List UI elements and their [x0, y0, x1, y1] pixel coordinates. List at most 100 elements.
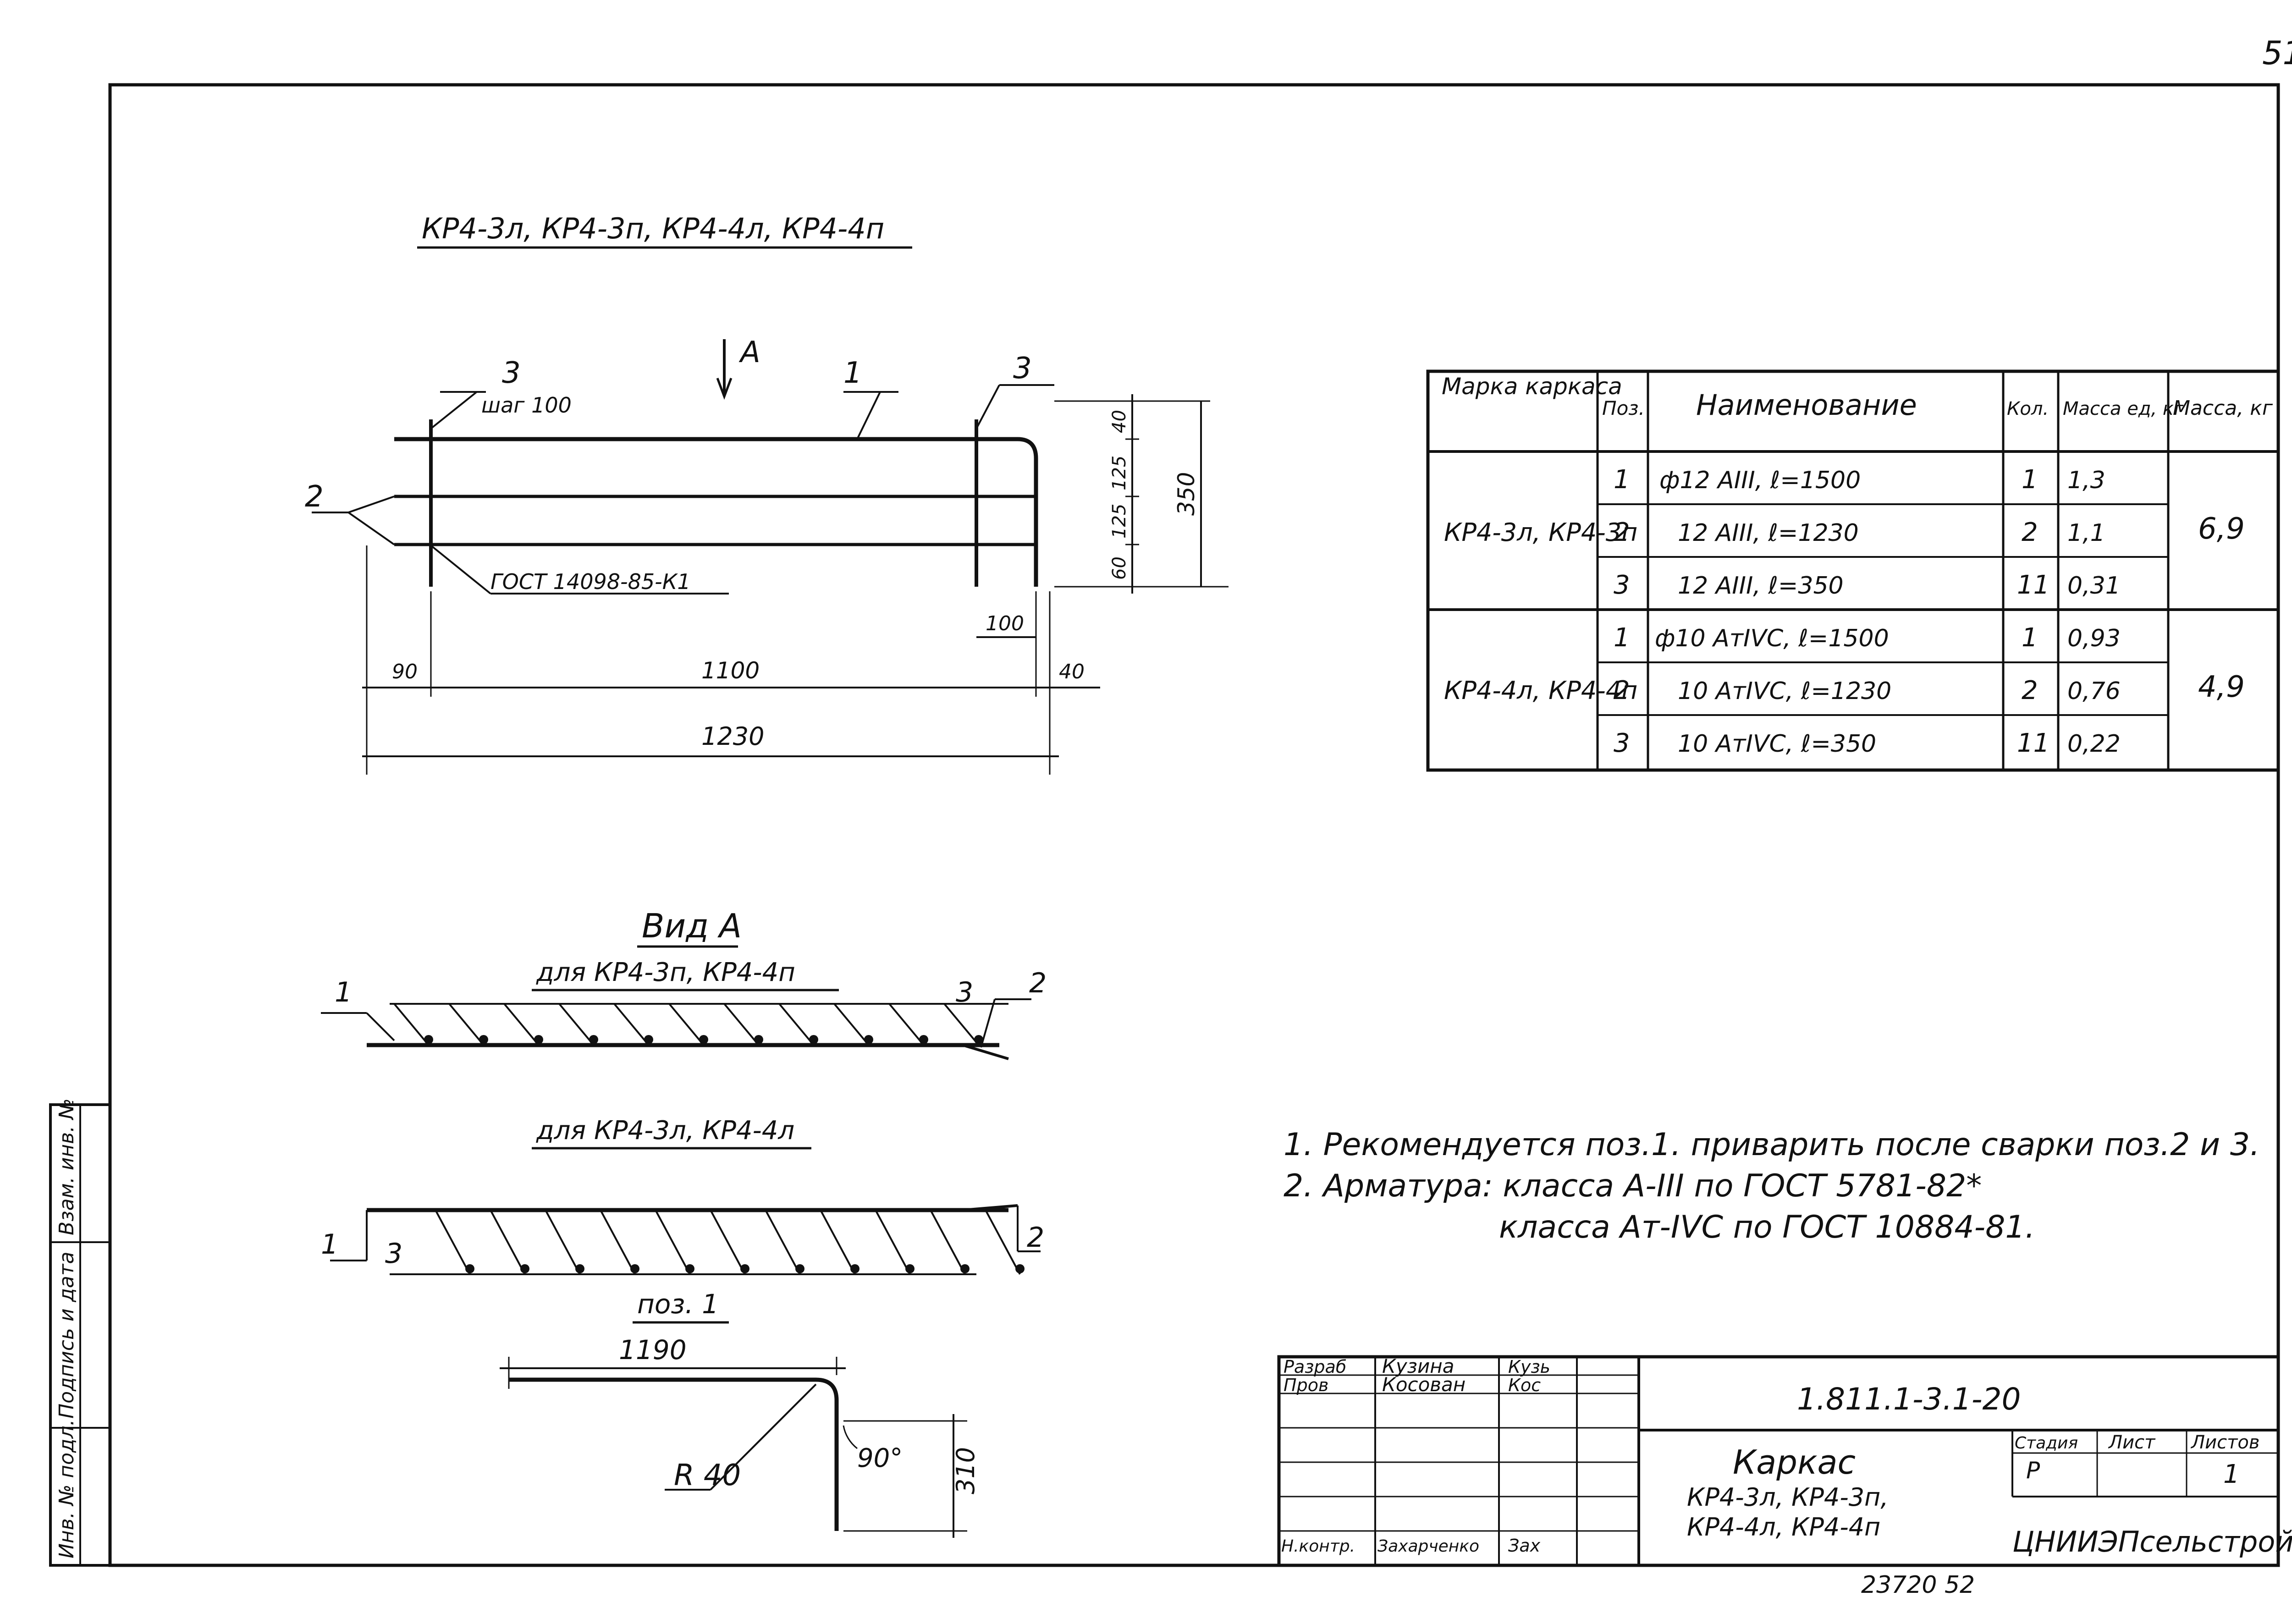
view-a-sub2: для КР4-3л, КР4-4л: [536, 1116, 794, 1145]
pos1-dim-1190: 1190: [619, 1334, 687, 1365]
tb-doc-code: 1.811.1-3.1-20: [1797, 1382, 2021, 1417]
notes: 1. Рекомендуется поз.1. приварить после …: [1284, 1127, 2260, 1245]
tb-item-sub1: КР4-3л, КР4-3п,: [1687, 1483, 1889, 1512]
weld-dot: [644, 1035, 653, 1044]
weld-dot: [754, 1035, 763, 1044]
weld-dot: [850, 1264, 860, 1273]
g2r1-qty: 1: [2022, 623, 2038, 653]
hatch-stroke: [888, 1003, 925, 1046]
tb-name-2: Косован: [1382, 1373, 1466, 1396]
tb-sign-2: Кос: [1508, 1375, 1541, 1395]
va2-label-3: 3: [385, 1238, 402, 1270]
th-mark: Марка каркаса: [1442, 373, 1622, 400]
hatch-stroke: [600, 1210, 636, 1275]
hatch-stroke: [668, 1003, 705, 1046]
tb-sign-1: Кузь: [1508, 1357, 1550, 1377]
hatch-stroke: [723, 1003, 760, 1046]
hatch-stroke: [943, 1003, 980, 1046]
pos1-drawing: поз. 1: [500, 1288, 967, 1538]
g2r1-um: 0,93: [2067, 625, 2121, 652]
tb-sheets-h: Листов: [2190, 1432, 2259, 1453]
side-stamp-sign: Подпись и дата: [55, 1252, 78, 1419]
weld-dot: [520, 1264, 529, 1273]
tb-name-1: Кузина: [1382, 1355, 1455, 1377]
hatch-stroke: [393, 1003, 430, 1046]
va1-label-3: 3: [956, 976, 973, 1008]
tb-sheets: 1: [2223, 1459, 2240, 1489]
tb-role-3: Н.контр.: [1281, 1537, 1355, 1556]
g1r1-qty: 1: [2022, 465, 2038, 495]
tb-stage-h: Стадия: [2015, 1434, 2078, 1453]
hatch-stroke: [655, 1210, 691, 1275]
weld-dot: [575, 1264, 584, 1273]
dim-90: 90: [392, 660, 418, 683]
th-unit-mass: Масса ед, кг: [2063, 398, 2184, 419]
hatch-stroke: [558, 1003, 595, 1046]
side-stamp-inv: Инв. № подл.: [55, 1419, 78, 1558]
g1r2-qty: 2: [2022, 517, 2038, 547]
va1-label-1: 1: [335, 976, 352, 1008]
g1r3-pos: 3: [1614, 570, 1630, 600]
hatch-stroke: [435, 1210, 471, 1275]
hatch-stroke: [545, 1210, 581, 1275]
th-mass: Масса, кг: [2173, 396, 2273, 420]
tb-item-title: Каркас: [1733, 1443, 1856, 1481]
hatch-stroke: [613, 1003, 650, 1046]
view-a-sketch-2: [330, 1204, 1041, 1275]
hatch-stroke: [875, 1210, 911, 1275]
g2r3-pos: 3: [1614, 728, 1630, 758]
tb-sheet-h: Лист: [2108, 1432, 2156, 1453]
g2r2-qty: 2: [2022, 676, 2038, 705]
label-pos-1: 1: [843, 356, 862, 390]
hatch-stroke: [503, 1003, 540, 1046]
va1-label-2: 2: [1029, 967, 1047, 999]
title-block: [1277, 1355, 2280, 1567]
weld-dot: [795, 1264, 804, 1273]
pos1-labels: 1190 R 40 90° 310: [619, 1334, 980, 1494]
view-a-hatch-1: [393, 1003, 983, 1046]
dim-350: 350: [1173, 472, 1200, 516]
label-gost: ГОСТ 14098-85-К1: [490, 569, 691, 594]
th-pos: Поз.: [1602, 397, 1645, 419]
pos1-radius: R 40: [674, 1459, 741, 1492]
view-a-hatch-2: [435, 1210, 1025, 1275]
hatch-stroke: [820, 1210, 856, 1275]
weld-dot: [809, 1035, 818, 1044]
g2r3-um: 0,22: [2067, 730, 2121, 758]
g1r3-name: 12 АIII, ℓ=350: [1678, 572, 1844, 600]
weld-dot: [630, 1264, 639, 1273]
g1r2-um: 1,1: [2067, 519, 2105, 547]
pos1-angle: 90°: [857, 1443, 903, 1473]
views-title: КР4-3л, КР4-3п, КР4-4л, КР4-4п: [422, 212, 884, 245]
g2r2-um: 0,76: [2067, 677, 2121, 705]
th-name: Наименование: [1696, 388, 1917, 422]
weld-dot: [960, 1264, 970, 1273]
label-pos-3-left: 3: [502, 356, 521, 390]
views-title-group: КР4-3л, КР4-3п, КР4-4л, КР4-4п: [417, 212, 912, 249]
weld-dot: [424, 1035, 433, 1044]
hatch-stroke: [490, 1210, 526, 1275]
g1r1-um: 1,3: [2067, 467, 2105, 494]
g1r1-name: ф12 АIII, ℓ=1500: [1659, 467, 1861, 494]
view-a-sub1: для КР4-3п, КР4-4п: [536, 958, 795, 987]
spec-table-text: Марка каркаса Поз. Наименование Кол. Мас…: [1442, 373, 2273, 758]
label-arrow-a: А: [738, 336, 760, 369]
pos1-dim-310: 310: [951, 1447, 980, 1494]
g2r2-name: 10 АтIVС, ℓ=1230: [1678, 677, 1891, 705]
dim-40-bottom: 40: [1059, 660, 1085, 683]
weld-dot: [740, 1264, 749, 1273]
weld-dot: [589, 1035, 598, 1044]
weld-dot: [1015, 1264, 1025, 1273]
pos1-title: поз. 1: [637, 1288, 719, 1320]
g2r1-name: ф10 АтIVС, ℓ=1500: [1655, 625, 1889, 652]
group2-mass: 4,9: [2198, 670, 2245, 704]
tb-item-sub2: КР4-4л, КР4-4п: [1687, 1513, 1880, 1541]
g2r1-pos: 1: [1614, 623, 1630, 653]
group1-mass: 6,9: [2198, 512, 2245, 546]
tb-role-1: Разраб: [1284, 1357, 1346, 1377]
view-a-titles: Вид А для КР4-3п, КР4-4п для КР4-3л, КР4…: [532, 907, 839, 1150]
view-a-sketch-1: [321, 998, 1031, 1060]
hatch-stroke: [765, 1210, 801, 1275]
view-a-sketch-2-labels: 1 3 2: [321, 1222, 1044, 1270]
